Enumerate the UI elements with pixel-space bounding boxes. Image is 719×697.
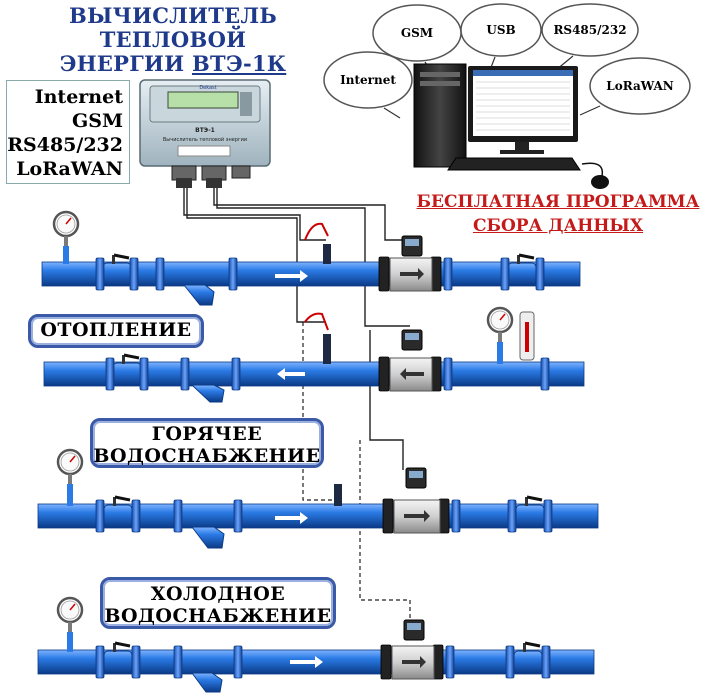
interfaces-list: Internet GSM RS485/232 LoRaWAN	[6, 80, 130, 184]
interface-rs485: RS485/232	[7, 134, 123, 156]
device-caption: Вычислитель тепловой энергии	[163, 136, 247, 143]
cold-water-label-line-2: ВОДОСНАБЖЕНИЕ	[104, 605, 332, 627]
heating-label-text: ОТОПЛЕНИЕ	[40, 319, 192, 341]
computer-icon	[413, 63, 609, 189]
cloud-gsm-label: GSM	[401, 26, 433, 40]
cloud-rs485-label: RS485/232	[553, 23, 626, 37]
interface-gsm: GSM	[72, 110, 123, 132]
hot-water-label-line-1: ГОРЯЧЕЕ	[151, 423, 263, 445]
title-prefix: ЭНЕРГИИ	[59, 51, 185, 76]
cloud-rs485: RS485/232	[541, 3, 639, 57]
cold-water-pipe	[37, 596, 595, 693]
heating-return-pipe	[43, 306, 585, 403]
cloud-lorawan-label: LoRaWAN	[606, 79, 673, 93]
heating-label: ОТОПЛЕНИЕ	[28, 314, 204, 348]
hot-water-label-line-2: ВОДОСНАБЖЕНИЕ	[93, 445, 321, 467]
cloud-lorawan: LoRaWAN	[589, 57, 691, 115]
cloud-usb: USB	[460, 3, 542, 57]
software-line-1: БЕСПЛАТНАЯ ПРОГРАММА	[416, 192, 700, 212]
cloud-usb-label: USB	[486, 23, 515, 37]
page-title: ВЫЧИСЛИТЕЛЬ ТЕПЛОВОЙ ЭНЕРГИИ ВТЭ-1К	[8, 4, 338, 76]
title-line-1: ВЫЧИСЛИТЕЛЬ ТЕПЛОВОЙ	[69, 3, 277, 52]
heating-supply-pipe	[41, 210, 581, 306]
software-line-2: СБОРА ДАННЫХ	[472, 216, 644, 236]
cloud-internet-label: Internet	[340, 73, 396, 87]
hot-water-label: ГОРЯЧЕЕ ВОДОСНАБЖЕНИЕ	[90, 418, 324, 468]
title-line-2: ЭНЕРГИИ ВТЭ-1К	[8, 52, 338, 76]
device-brand: Dekast	[199, 85, 216, 91]
interface-lorawan: LoRaWAN	[16, 158, 123, 180]
heat-calculator-device: Dekast ВТЭ-1 Вычислитель тепловой энерги…	[139, 79, 271, 188]
cold-water-label: ХОЛОДНОЕ ВОДОСНАБЖЕНИЕ	[100, 577, 336, 629]
title-model: ВТЭ-1К	[191, 51, 287, 76]
cold-water-label-line-1: ХОЛОДНОЕ	[150, 583, 286, 605]
interface-internet: Internet	[34, 86, 123, 108]
device-model: ВТЭ-1	[195, 127, 215, 134]
software-caption: БЕСПЛАТНАЯ ПРОГРАММА СБОРА ДАННЫХ	[398, 190, 718, 238]
hot-water-pipe	[37, 448, 599, 549]
cloud-gsm: GSM	[372, 4, 462, 62]
cloud-internet: Internet	[323, 51, 413, 109]
